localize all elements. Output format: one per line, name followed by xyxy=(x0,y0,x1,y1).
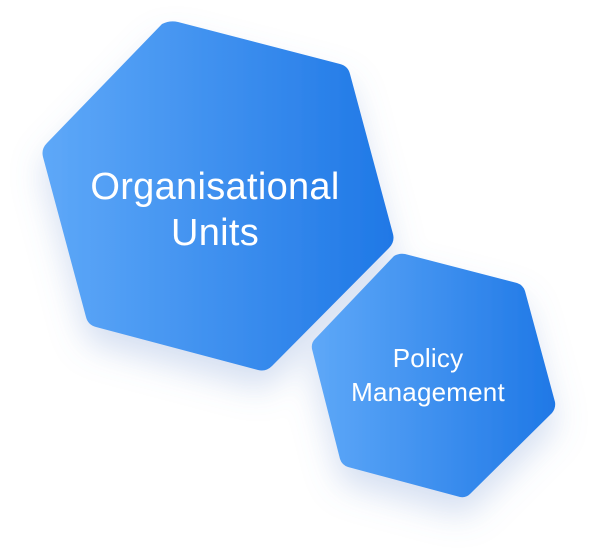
management-text: Management xyxy=(351,377,505,407)
units-text: Units xyxy=(170,212,260,254)
hexagon-small xyxy=(311,253,556,498)
hexagon-large-label: Organisational Units xyxy=(60,150,370,270)
policy-text: Policy xyxy=(392,343,464,373)
hexagon-large xyxy=(42,21,394,371)
organisational-text: Organisational xyxy=(90,166,340,208)
hexagon-small-label: Policy Management xyxy=(318,330,538,420)
